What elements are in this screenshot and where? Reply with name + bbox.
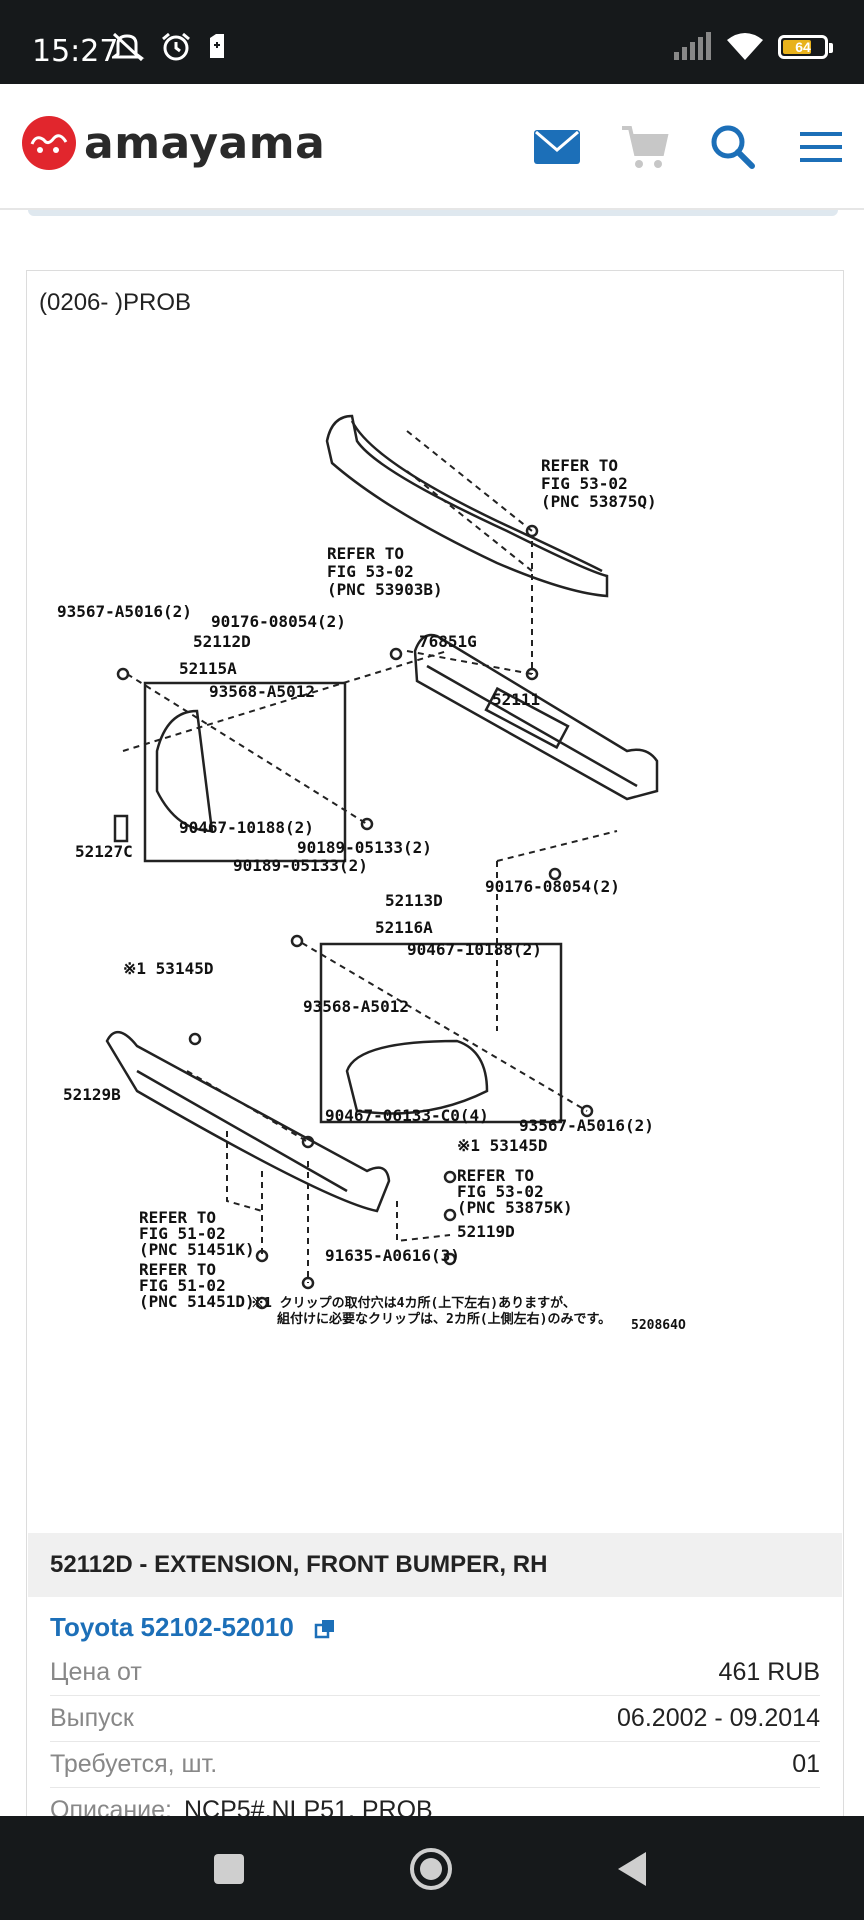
svg-text:93567-A5016(2): 93567-A5016(2) [519,1116,654,1135]
alarm-icon [162,32,190,61]
wifi-icon [727,33,763,60]
svg-text:52129B: 52129B [63,1085,121,1104]
svg-text:52119D: 52119D [457,1222,515,1241]
svg-text:91635-A0616(3): 91635-A0616(3) [325,1246,460,1265]
recents-icon[interactable] [212,1852,246,1886]
svg-text:52115A: 52115A [179,659,237,678]
svg-text:90189-05133(2): 90189-05133(2) [297,838,432,857]
search-icon[interactable] [708,122,760,172]
svg-text:52113D: 52113D [385,891,443,910]
svg-text:90176-08054(2): 90176-08054(2) [211,612,346,631]
svg-text:※1 53145D: ※1 53145D [457,1136,547,1155]
svg-text:FIG 53-02: FIG 53-02 [457,1182,544,1201]
svg-text:520864O: 520864O [631,1318,686,1333]
diagram-caption: (0206- )PROB [39,289,192,316]
svg-text:93568-A5012: 93568-A5012 [209,682,315,701]
svg-text:FIG 53-02: FIG 53-02 [327,562,414,581]
svg-text:(PNC 53875Q): (PNC 53875Q) [541,492,657,511]
svg-text:※1 クリップの取付穴は4カ所(上下左右)ありますが、: ※1 クリップの取付穴は4カ所(上下左右)ありますが、 [251,1295,576,1311]
quantity-row: Требуется, шт. 01 [50,1742,820,1788]
home-icon[interactable] [408,1846,454,1892]
svg-text:(PNC 51451D): (PNC 51451D) [139,1292,255,1311]
header-shadow [28,210,838,216]
logo[interactable]: amayama [22,116,325,170]
cart-icon[interactable] [620,122,672,172]
release-row: Выпуск 06.2002 - 09.2014 [50,1696,820,1742]
svg-text:(PNC 51451K): (PNC 51451K) [139,1240,255,1259]
svg-text:(PNC 53875K): (PNC 53875K) [457,1198,573,1217]
price-row: Цена от 461 RUB [50,1650,820,1696]
svg-text:組付けに必要なクリップは、2カ所(上側左右)のみです。: 組付けに必要なクリップは、2カ所(上側左右)のみです。 [277,1311,611,1327]
svg-text:52116A: 52116A [375,918,433,937]
diagram-card: (0206- )PROB [26,270,844,1840]
status-bar: 15:27 64 [0,0,864,84]
signal-icon [674,32,711,60]
svg-text:FIG 51-02: FIG 51-02 [139,1276,226,1295]
svg-text:FIG 51-02: FIG 51-02 [139,1224,226,1243]
svg-text:90189-05133(2): 90189-05133(2) [233,856,368,875]
system-nav-bar [0,1816,864,1920]
svg-text:REFER TO: REFER TO [139,1208,216,1227]
svg-text:90176-08054(2): 90176-08054(2) [485,877,620,896]
svg-text:52112D: 52112D [193,632,251,651]
svg-text:93568-A5012: 93568-A5012 [303,997,409,1016]
svg-text:REFER TO: REFER TO [541,456,618,475]
svg-text:※1 53145D: ※1 53145D [123,959,213,978]
back-icon[interactable] [616,1850,650,1888]
svg-text:90467-06133-C0(4): 90467-06133-C0(4) [325,1106,489,1125]
svg-text:52111: 52111 [492,690,540,709]
svg-text:REFER TO: REFER TO [327,544,404,563]
battery-icon: 64 [778,35,833,59]
logo-text: amayama [84,117,326,169]
svg-text:REFER TO: REFER TO [457,1166,534,1185]
svg-text:FIG 53-02: FIG 53-02 [541,474,628,493]
brand-part-link[interactable]: Toyota 52102-52010 [50,1612,294,1642]
logo-mark-icon [22,116,76,170]
status-time: 15:27 [32,34,119,69]
mute-icon [112,32,145,62]
sd-icon [210,34,224,58]
menu-icon[interactable] [796,122,848,172]
mail-icon[interactable] [532,122,584,172]
svg-text:REFER TO: REFER TO [139,1260,216,1279]
site-header: amayama [0,84,864,210]
svg-text:(PNC 53903B): (PNC 53903B) [327,580,443,599]
part-title: 52112D - EXTENSION, FRONT BUMPER, RH [50,1551,548,1578]
part-title-bar: 52112D - EXTENSION, FRONT BUMPER, RH [28,1533,842,1597]
svg-text:90467-10188(2): 90467-10188(2) [407,940,542,959]
svg-text:93567-A5016(2): 93567-A5016(2) [57,602,192,621]
svg-text:76851G: 76851G [419,632,477,651]
svg-text:52127C: 52127C [75,842,133,861]
external-link-icon[interactable] [314,1618,336,1640]
svg-text:90467-10188(2): 90467-10188(2) [179,818,314,837]
